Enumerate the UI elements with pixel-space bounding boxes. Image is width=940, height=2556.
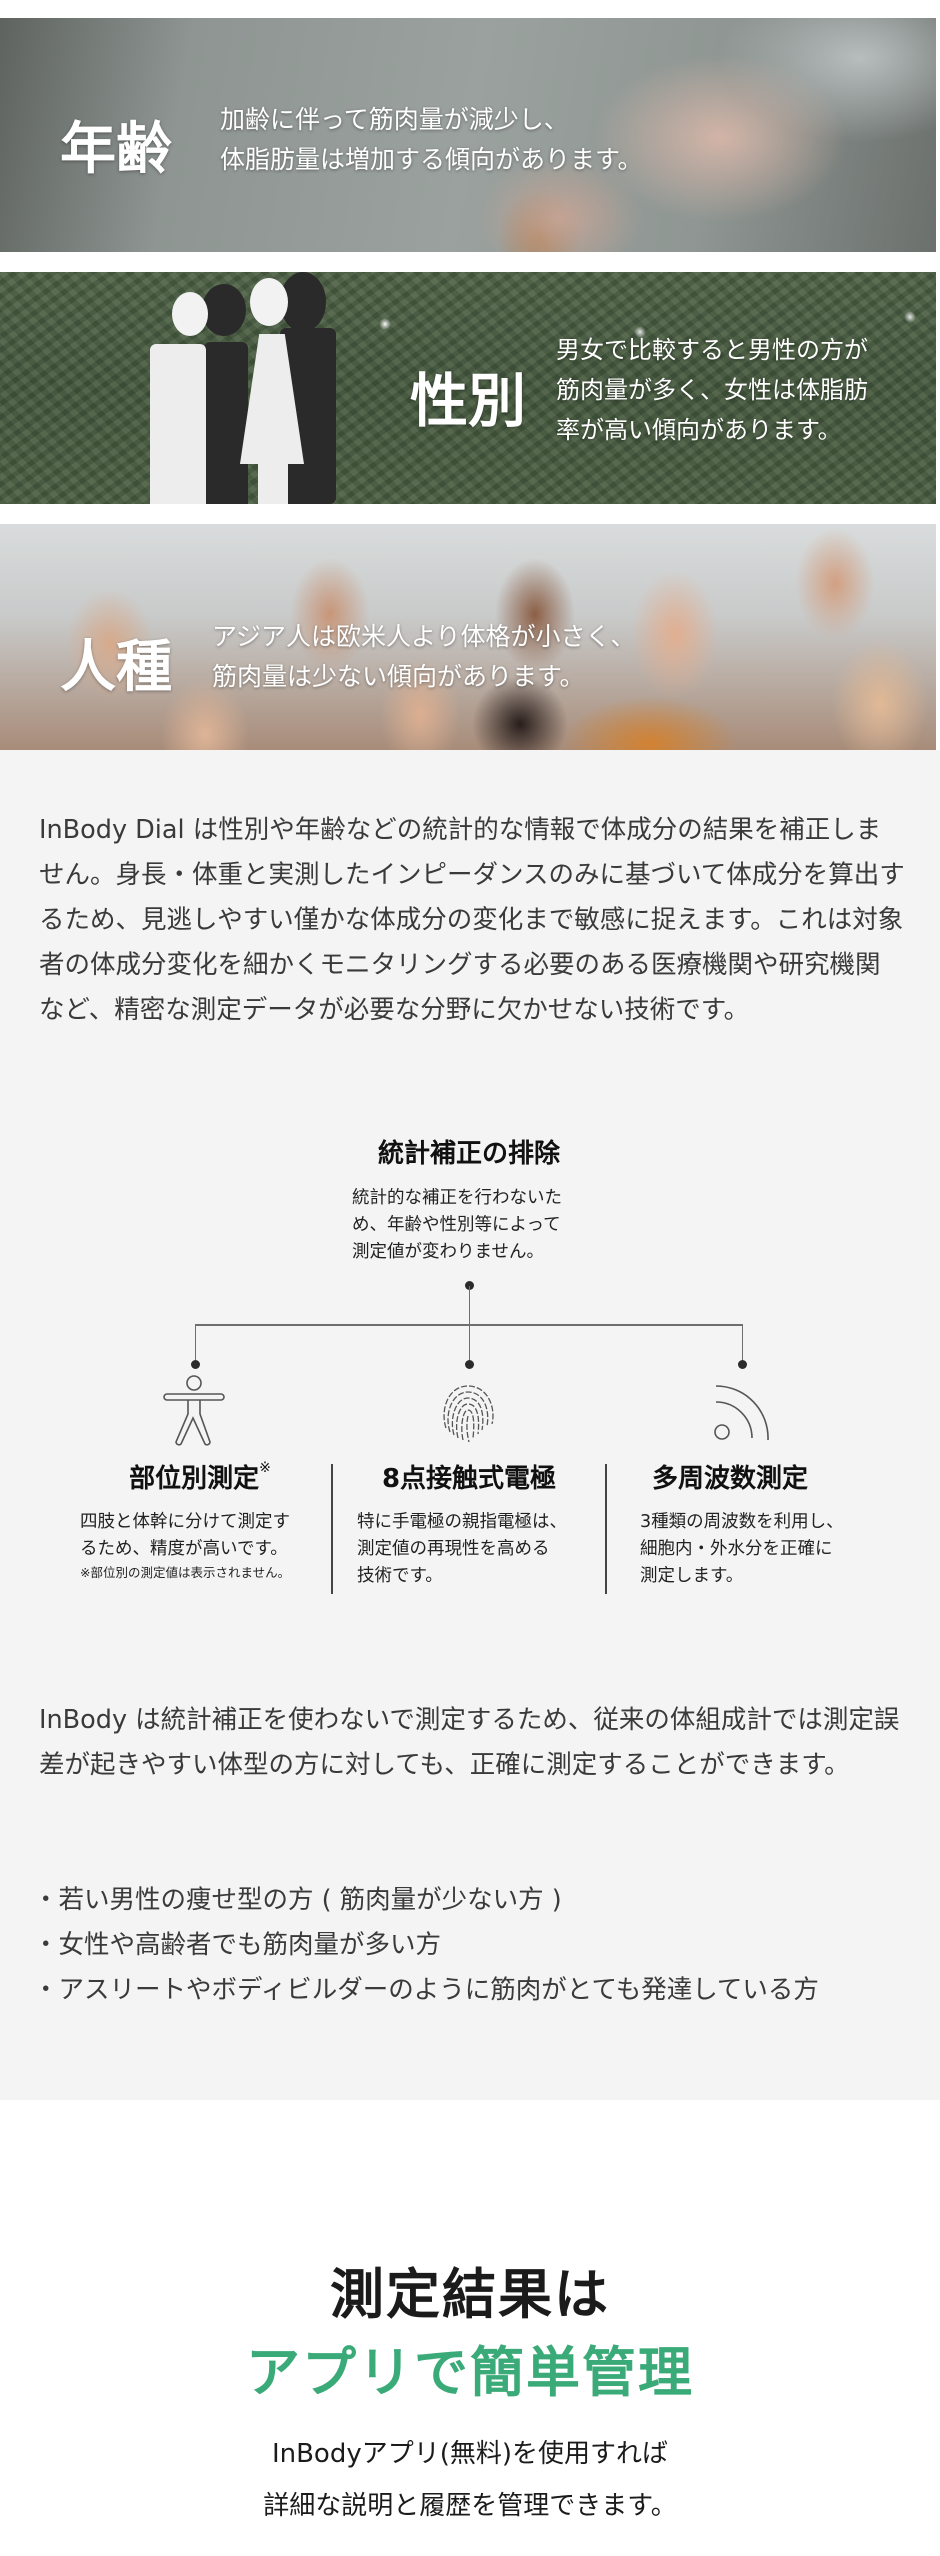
- dial-description-paragraph: InBody Dial は性別や年齢などの統計的な情報で体成分の結果を補正しませ…: [39, 815, 905, 1025]
- diagram-subtitle: 統計的な補正を行わないた め、年齢や性別等によって 測定値が変わりません。: [352, 1185, 592, 1266]
- desc-line: 体脂肪量は増加する傾向があります。: [220, 145, 643, 174]
- banner-race-description: アジア人は欧米人より体格が小さく、 筋肉量は少ない傾向があります。: [212, 617, 636, 697]
- app-heading-line1: 測定結果は: [330, 2263, 610, 2326]
- banner-age: 年齢 加齢に伴って筋肉量が減少し、 体脂肪量は増加する傾向があります。: [0, 18, 936, 252]
- statistics-correction-diagram: 統計補正の排除 統計的な補正を行わないた め、年齢や性別等によって 測定値が変わ…: [0, 750, 940, 2100]
- desc-line: 加齢に伴って筋肉量が減少し、: [220, 105, 569, 134]
- person-icon: [163, 1375, 225, 1446]
- connector-dot-left: [191, 1360, 200, 1369]
- banner-age-label: 年齢: [60, 117, 172, 182]
- list-item: アスリートやボディビルダーのように筋肉がとても発達している方: [39, 1968, 819, 2013]
- feature-footnote: ※部位別の測定値は表示されません。: [80, 1565, 291, 1580]
- group-of-people-photo: [0, 524, 936, 750]
- feature-title: 部位別測定※: [129, 1460, 271, 1494]
- feature-divider: [331, 1464, 333, 1594]
- banner-gender: 性別 男女で比較すると男性の方が 筋肉量が多く、女性は体脂肪 率が高い傾向があり…: [0, 272, 936, 504]
- app-section: 測定結果は アプリで簡単管理 InBodyアプリ(無料)を使用すれば 詳細な説明…: [0, 2100, 940, 2556]
- feature-description: 特に手電極の親指電極は、 測定値の再現性を高める 技術です。: [357, 1512, 567, 1586]
- male-figure-icon: [150, 284, 260, 504]
- female-figure-icon: [240, 272, 370, 504]
- desc-line: 筋肉量が多く、女性は体脂肪: [556, 376, 868, 404]
- desc-line: 筋肉量は少ない傾向があります。: [212, 662, 585, 691]
- target-body-types-list: 若い男性の痩せ型の方 ( 筋肉量が少ない方 ) 女性や高齢者でも筋肉量が多い方 …: [39, 1878, 819, 2013]
- feature-title: 多周波数測定: [652, 1464, 809, 1494]
- list-item: 女性や高齢者でも筋肉量が多い方: [39, 1923, 819, 1968]
- feature-8point-electrode: 8点接触式電極 特に手電極の親指電極は、 測定値の再現性を高める 技術です。: [357, 1458, 581, 1590]
- desc-line: 男女で比較すると男性の方が: [556, 336, 868, 364]
- connector-vertical-right: [742, 1324, 743, 1364]
- app-lead-text: InBodyアプリ(無料)を使用すれば 詳細な説明と履歴を管理できます。: [0, 2428, 940, 2532]
- app-heading-line2: アプリで簡単管理: [246, 2341, 694, 2404]
- banner-gender-label: 性別: [410, 367, 527, 435]
- list-item: 若い男性の痩せ型の方 ( 筋肉量が少ない方 ): [39, 1878, 819, 1923]
- desc-line: 率が高い傾向があります。: [556, 416, 842, 444]
- feature-description: 四肢と体幹に分けて測定す るため、精度が高いです。: [80, 1512, 290, 1559]
- feature-divider: [605, 1464, 607, 1594]
- diagram-title: 統計補正の排除: [377, 1139, 560, 1169]
- subtitle-line: 統計的な補正を行わないた: [352, 1188, 562, 1208]
- lead-line: InBodyアプリ(無料)を使用すれば: [271, 2439, 669, 2469]
- connector-dot-right: [738, 1360, 747, 1369]
- connector-dot-top: [465, 1281, 474, 1290]
- feature-description: 3種類の周波数を利用し、 細胞内・外水分を正確に 測定します。: [640, 1512, 844, 1586]
- connector-dot-center: [465, 1360, 474, 1369]
- subtitle-line: め、年齢や性別等によって: [352, 1215, 561, 1235]
- signal-waves-icon: [714, 1385, 769, 1441]
- subtitle-line: 測定値が変わりません。: [352, 1242, 544, 1262]
- banner-age-description: 加齢に伴って筋肉量が減少し、 体脂肪量は増加する傾向があります。: [220, 100, 643, 180]
- fingerprint-icon: [443, 1385, 494, 1443]
- desc-line: アジア人は欧米人より体格が小さく、: [212, 622, 636, 651]
- feature-title: 8点接触式電極: [381, 1464, 557, 1494]
- banner-race-label: 人種: [60, 635, 172, 700]
- inbody-description-paragraph: InBody は統計補正を使わないで測定するため、従来の体組成計では測定誤差が起…: [39, 1705, 900, 1780]
- info-section: InBody Dial は性別や年齢などの統計的な情報で体成分の結果を補正しませ…: [0, 750, 940, 2100]
- banner-race: 人種 アジア人は欧米人より体格が小さく、 筋肉量は少ない傾向があります。: [0, 524, 936, 750]
- connector-horizontal: [195, 1324, 743, 1326]
- feature-multi-frequency: 多周波数測定 3種類の周波数を利用し、 細胞内・外水分を正確に 測定します。: [640, 1458, 860, 1590]
- elderly-hands-photo: [0, 18, 936, 252]
- feature-segmental-measurement: 部位別測定※ 四肢と体幹に分けて測定す るため、精度が高いです。 ※部位別の測定…: [80, 1458, 320, 1583]
- lead-line: 詳細な説明と履歴を管理できます。: [263, 2491, 677, 2521]
- footnote-mark: ※: [259, 1460, 271, 1476]
- banner-gender-description: 男女で比較すると男性の方が 筋肉量が多く、女性は体脂肪 率が高い傾向があります。: [556, 330, 868, 450]
- connector-vertical-left: [195, 1324, 196, 1364]
